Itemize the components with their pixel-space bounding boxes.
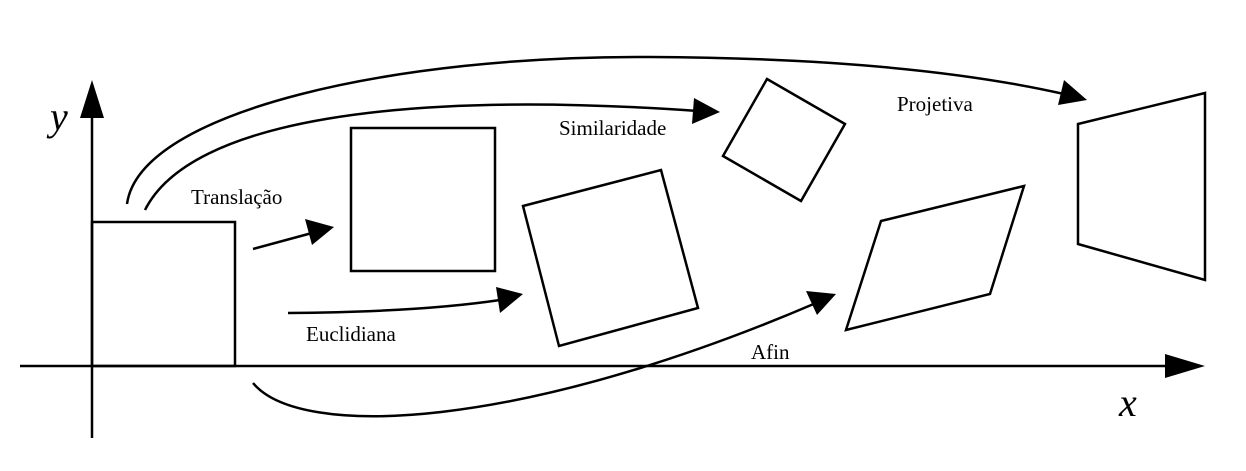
euclidean-label: Euclidiana	[306, 322, 396, 346]
similarity-group: Similaridade	[143, 77, 847, 211]
translation-group: Translação	[191, 126, 497, 273]
projective-arrow	[125, 55, 1065, 205]
euclidean-group: Euclidiana	[287, 168, 700, 348]
similarity-label: Similaridade	[559, 116, 666, 140]
y-axis-arrowhead	[80, 80, 104, 118]
affine-label: Afin	[751, 340, 790, 364]
similarity-square	[721, 77, 847, 203]
affine-group: Afin	[252, 184, 1026, 418]
translation-label: Translação	[191, 185, 282, 209]
projective-label: Projetiva	[897, 92, 973, 116]
affine-parallelogram	[844, 184, 1026, 332]
y-axis-label: y	[46, 94, 68, 139]
x-axis-label: x	[1118, 380, 1137, 425]
similarity-arrowhead	[692, 98, 720, 124]
translated-square	[349, 126, 497, 273]
translation-arrowhead	[305, 219, 334, 245]
translation-arrow	[252, 231, 313, 251]
similarity-arrow	[143, 103, 699, 211]
euclidean-arrow	[287, 298, 501, 315]
projective-group: Projetiva	[125, 55, 1207, 282]
original-square	[90, 220, 237, 368]
euclidean-square	[521, 168, 700, 348]
x-axis-arrowhead	[1165, 354, 1205, 378]
affine-arrow	[252, 301, 817, 418]
affine-arrowhead	[806, 291, 836, 315]
projective-quadrilateral	[1076, 91, 1207, 282]
euclidean-arrowhead	[496, 287, 523, 313]
projective-arrowhead	[1058, 80, 1087, 105]
